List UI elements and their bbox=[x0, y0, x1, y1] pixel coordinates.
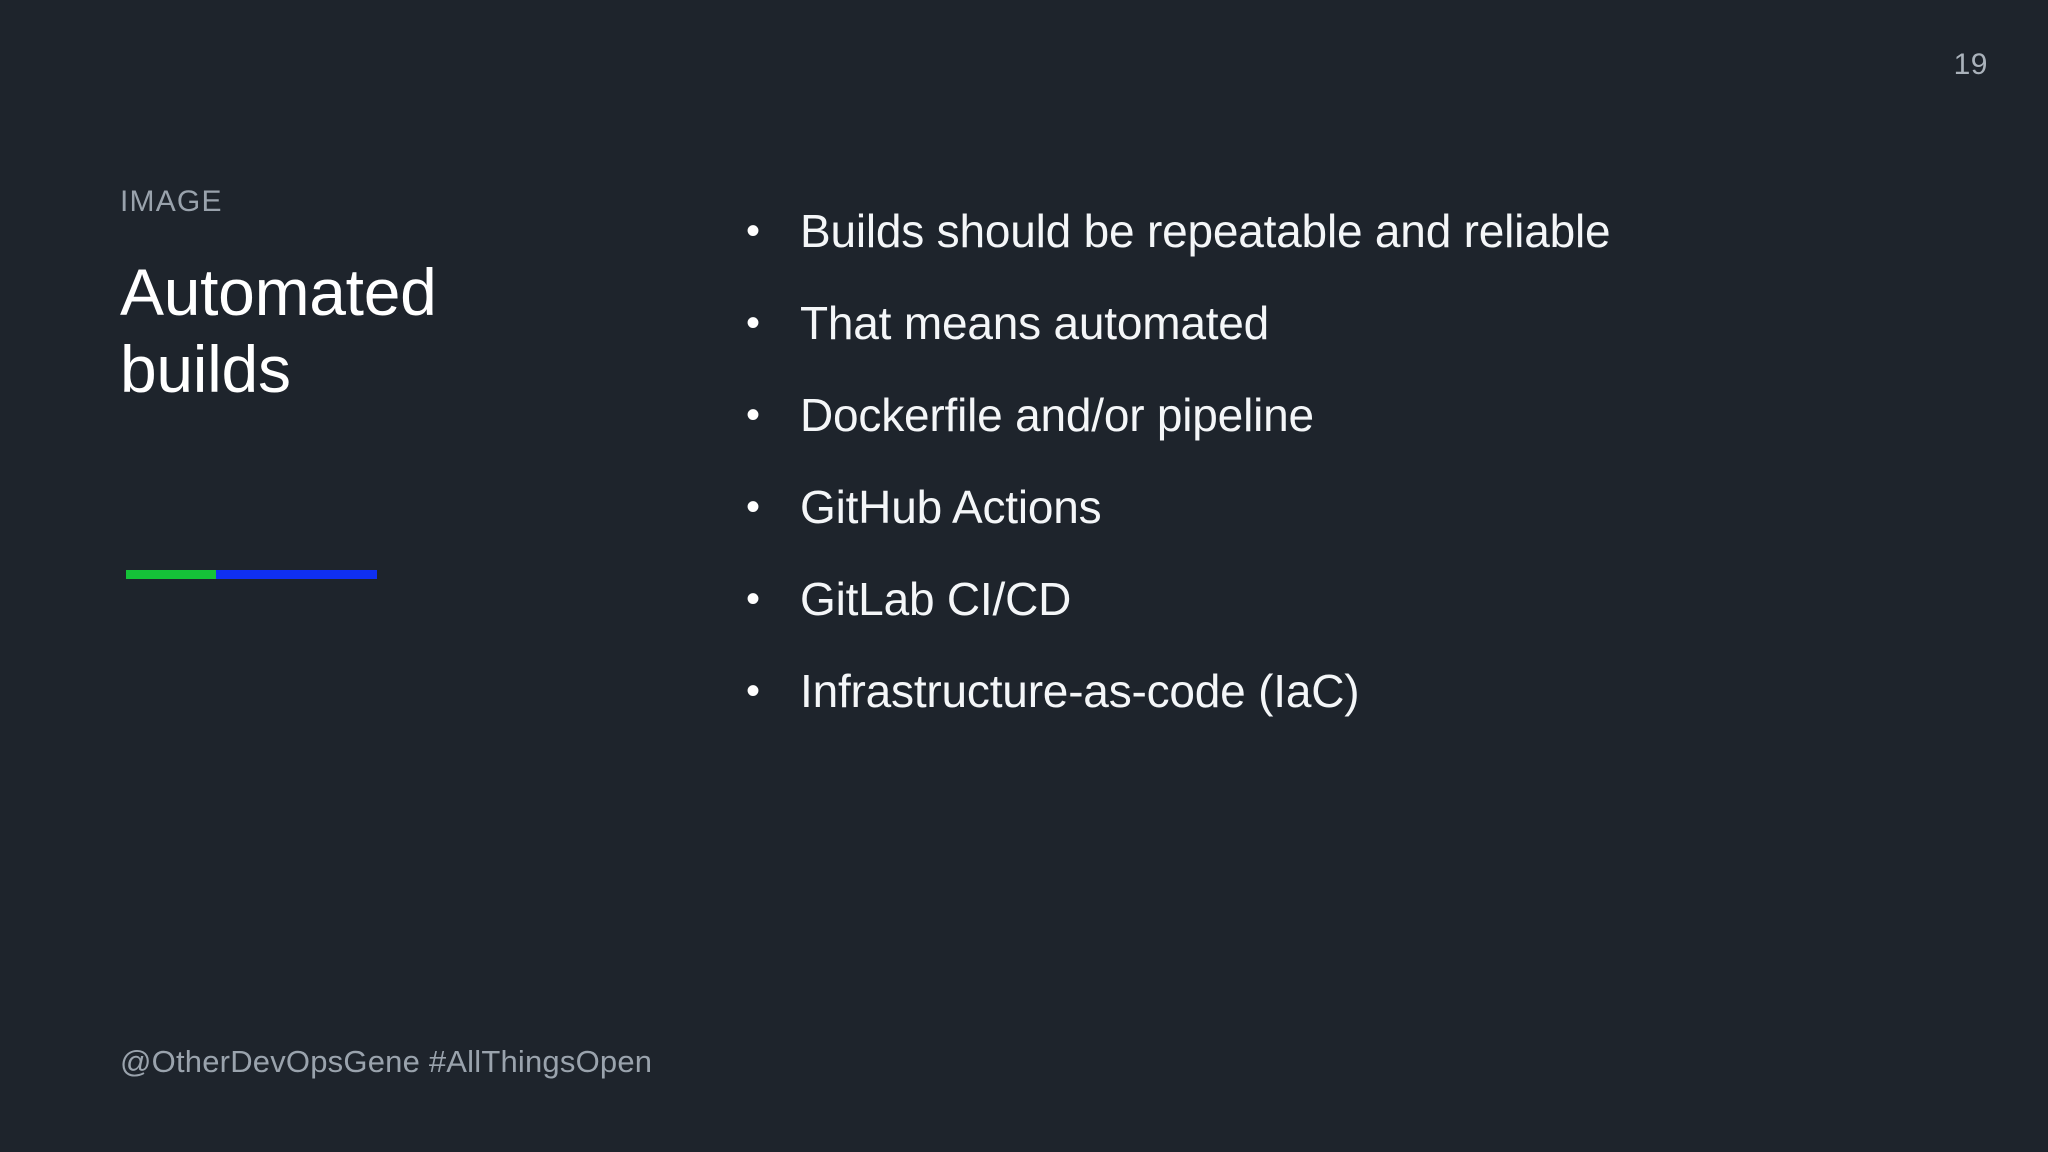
bullet-dot-icon: • bbox=[746, 209, 761, 253]
list-item-label: Infrastructure-as-code (IaC) bbox=[800, 665, 1360, 717]
accent-bar bbox=[126, 570, 377, 579]
list-item-label: Dockerfile and/or pipeline bbox=[800, 389, 1314, 441]
bullet-dot-icon: • bbox=[746, 669, 761, 713]
list-item: • GitHub Actions bbox=[740, 481, 1970, 534]
list-item-label: GitLab CI/CD bbox=[800, 573, 1072, 625]
page-title: Automated builds bbox=[120, 254, 640, 408]
bullet-dot-icon: • bbox=[746, 301, 761, 345]
list-item: • That means automated bbox=[740, 297, 1970, 350]
list-item: • Dockerfile and/or pipeline bbox=[740, 389, 1970, 442]
bullet-dot-icon: • bbox=[746, 485, 761, 529]
footer-handle: @OtherDevOpsGene #AllThingsOpen bbox=[120, 1044, 653, 1079]
list-item-label: GitHub Actions bbox=[800, 481, 1102, 533]
page-title-line-2: builds bbox=[120, 332, 291, 407]
list-item: • Builds should be repeatable and reliab… bbox=[740, 205, 1970, 258]
page-number: 19 bbox=[1953, 48, 1988, 81]
list-item: • Infrastructure-as-code (IaC) bbox=[740, 665, 1970, 718]
bullet-list: • Builds should be repeatable and reliab… bbox=[740, 205, 1970, 718]
accent-bar-blue-segment bbox=[216, 570, 377, 579]
list-item: • GitLab CI/CD bbox=[740, 573, 1970, 626]
slide-heading-block: IMAGE Automated builds bbox=[120, 184, 640, 408]
list-item-label: Builds should be repeatable and reliable bbox=[800, 205, 1611, 257]
bullet-dot-icon: • bbox=[746, 577, 761, 621]
list-item-label: That means automated bbox=[800, 297, 1270, 349]
eyebrow-label: IMAGE bbox=[120, 185, 223, 218]
bullet-dot-icon: • bbox=[746, 393, 761, 437]
accent-bar-green-segment bbox=[126, 570, 216, 579]
page-title-line-1: Automated bbox=[120, 255, 437, 329]
